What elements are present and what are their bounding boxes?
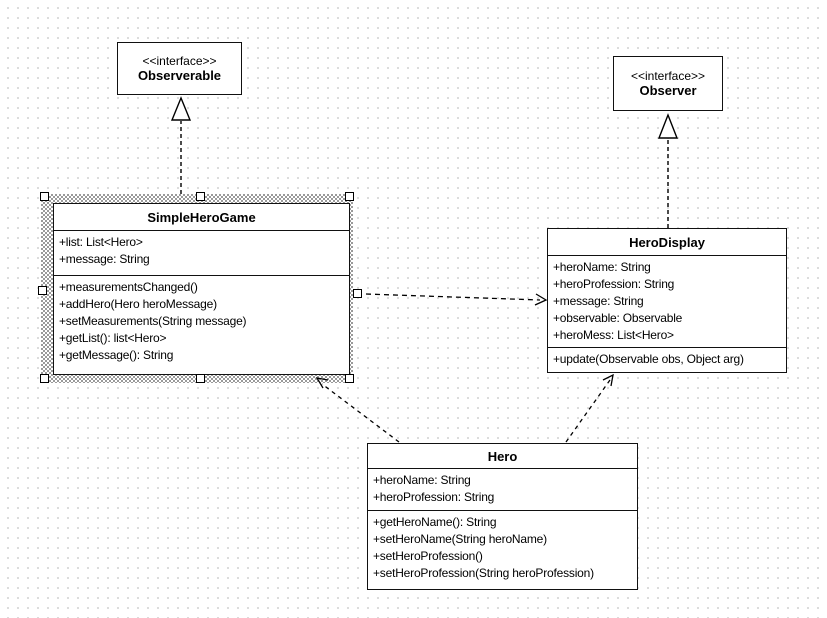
interface-stereotype: <<interface>> (142, 54, 217, 68)
class-title: HeroDisplay (548, 229, 786, 256)
method: +setHeroName(String heroName) (373, 532, 547, 546)
method: +getMessage(): String (59, 348, 174, 362)
selection-handle-w[interactable] (38, 286, 47, 295)
class-title: SimpleHeroGame (54, 204, 349, 231)
method: +getHeroName(): String (373, 515, 497, 529)
realization-simpleherogame-observerable[interactable] (170, 96, 192, 194)
class-title: Hero (368, 444, 637, 469)
selection-handle-ne[interactable] (345, 192, 354, 201)
method: +setHeroProfession(String heroProfession… (373, 566, 594, 580)
open-arrowhead (602, 373, 614, 387)
hollow-triangle-arrowhead (170, 96, 192, 121)
class-simpleherogame[interactable]: SimpleHeroGame +list: List<Hero> +messag… (53, 203, 350, 375)
hollow-triangle-arrowhead (657, 113, 679, 139)
selection-handle-s[interactable] (196, 374, 205, 383)
interface-name: Observerable (137, 68, 222, 83)
attributes-compartment: +heroName: String +heroProfession: Strin… (368, 469, 637, 511)
attribute: +heroProfession: String (553, 277, 675, 291)
method: +measurementsChanged() (59, 280, 198, 294)
attributes-compartment: +list: List<Hero> +message: String (54, 231, 349, 276)
method: +update(Observable obs, Object arg) (553, 352, 744, 366)
methods-compartment: +measurementsChanged() +addHero(Hero her… (54, 276, 349, 374)
methods-compartment: +update(Observable obs, Object arg) (548, 348, 786, 372)
method: +getList(): list<Hero> (59, 331, 167, 345)
attribute: +observable: Observable (553, 311, 683, 325)
open-arrowhead (534, 293, 548, 306)
dependency-simpleherogame-herodisplay[interactable] (365, 293, 548, 306)
dependency-hero-simpleherogame[interactable] (315, 377, 400, 443)
class-hero[interactable]: Hero +heroName: String +heroProfession: … (367, 443, 638, 590)
method: +addHero(Hero heroMessage) (59, 297, 217, 311)
selection-handle-nw[interactable] (40, 192, 49, 201)
interface-stereotype: <<interface>> (630, 69, 706, 83)
interface-name: Observer (639, 83, 697, 98)
selection-handle-se[interactable] (345, 374, 354, 383)
interface-observer[interactable]: <<interface>> Observer (613, 56, 723, 111)
method: +setHeroProfession() (373, 549, 483, 563)
class-herodisplay[interactable]: HeroDisplay +heroName: String +heroProfe… (547, 228, 787, 373)
selection-handle-sw[interactable] (40, 374, 49, 383)
selection-handle-n[interactable] (196, 192, 205, 201)
attribute: +heroMess: List<Hero> (553, 328, 674, 342)
attribute: +heroName: String (373, 473, 471, 487)
realization-herodisplay-observer[interactable] (657, 113, 679, 228)
selection-handle-e[interactable] (353, 289, 362, 298)
attribute: +heroProfession: String (373, 490, 495, 504)
attribute: +list: List<Hero> (59, 235, 143, 249)
methods-compartment: +getHeroName(): String +setHeroName(Stri… (368, 511, 637, 589)
interface-observerable[interactable]: <<interface>> Observerable (117, 42, 242, 95)
attribute: +heroName: String (553, 260, 651, 274)
dependency-hero-herodisplay[interactable] (565, 373, 614, 443)
attributes-compartment: +heroName: String +heroProfession: Strin… (548, 256, 786, 348)
method: +setMeasurements(String message) (59, 314, 247, 328)
attribute: +message: String (59, 252, 150, 266)
attribute: +message: String (553, 294, 644, 308)
